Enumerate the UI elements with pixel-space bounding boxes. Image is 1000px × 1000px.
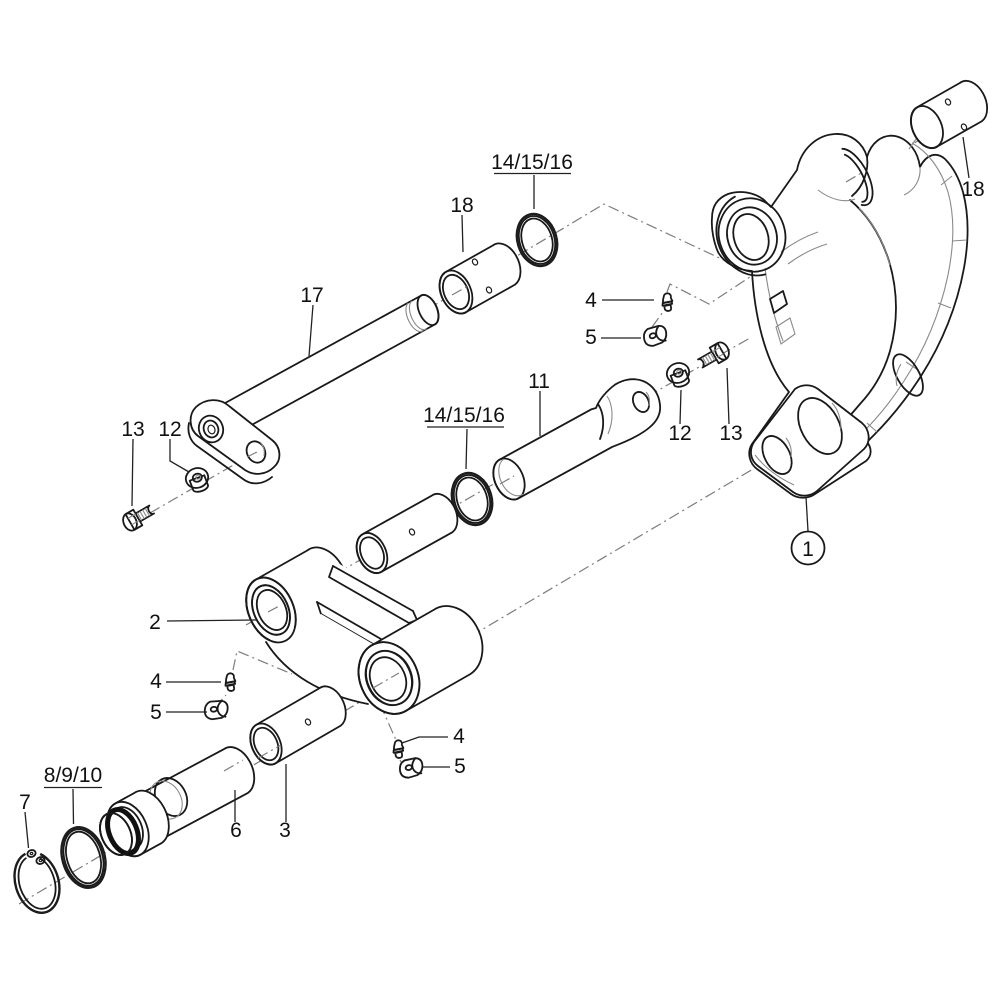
svg-text:11: 11 bbox=[528, 370, 550, 393]
svg-text:12: 12 bbox=[668, 422, 691, 445]
svg-text:7: 7 bbox=[19, 791, 31, 814]
svg-text:2: 2 bbox=[149, 611, 161, 634]
svg-text:14/15/16: 14/15/16 bbox=[423, 404, 505, 427]
svg-text:13: 13 bbox=[719, 422, 742, 445]
svg-text:17: 17 bbox=[300, 284, 323, 307]
svg-text:8/9/10: 8/9/10 bbox=[44, 764, 102, 787]
svg-text:12: 12 bbox=[158, 418, 181, 441]
svg-text:18: 18 bbox=[961, 178, 984, 201]
svg-text:4: 4 bbox=[453, 725, 465, 748]
svg-text:18: 18 bbox=[450, 194, 473, 217]
svg-text:5: 5 bbox=[454, 755, 466, 778]
svg-text:6: 6 bbox=[230, 819, 242, 842]
svg-text:13: 13 bbox=[121, 418, 144, 441]
svg-text:1: 1 bbox=[802, 538, 814, 561]
svg-text:3: 3 bbox=[279, 819, 291, 842]
svg-text:5: 5 bbox=[150, 701, 162, 724]
svg-text:4: 4 bbox=[150, 670, 162, 693]
svg-text:4: 4 bbox=[585, 289, 597, 312]
svg-text:14/15/16: 14/15/16 bbox=[491, 151, 573, 174]
svg-text:5: 5 bbox=[585, 326, 597, 349]
